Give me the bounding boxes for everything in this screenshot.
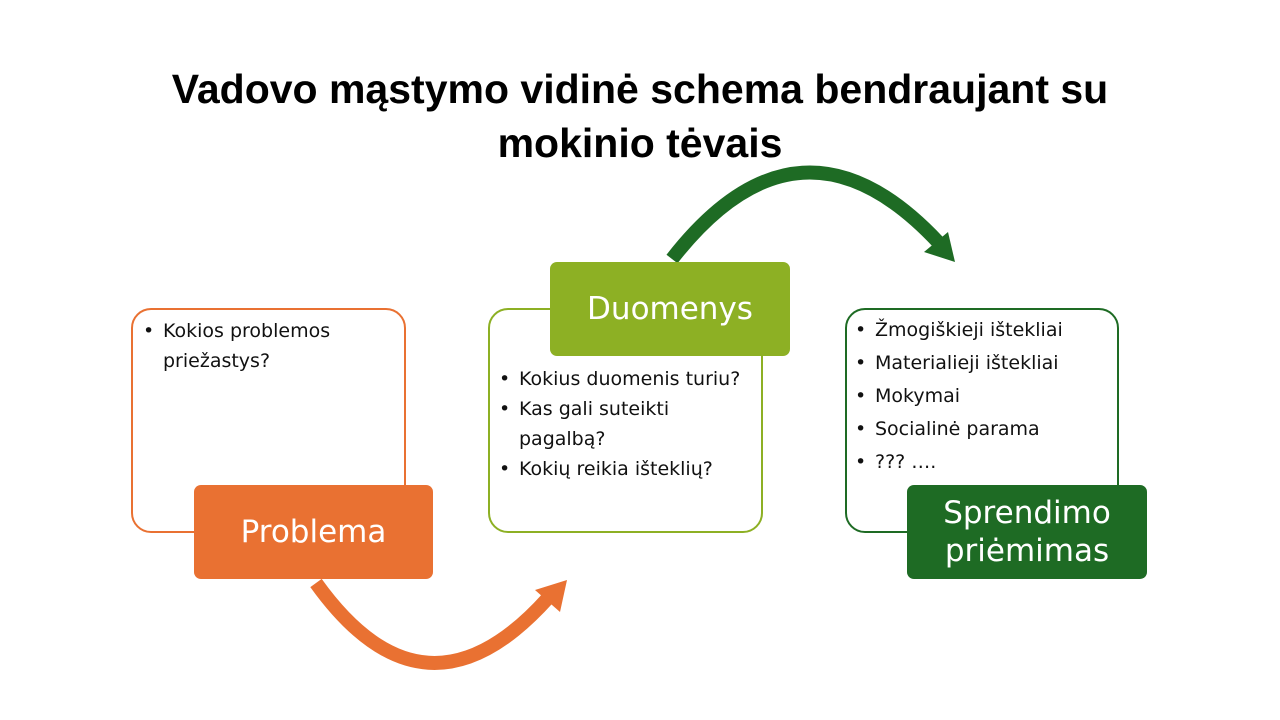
problema-label-text: Problema	[240, 514, 387, 550]
list-item: ??? ….	[855, 446, 1117, 479]
list-item: Kokios problemos priežastys?	[143, 316, 383, 376]
list-item: Socialinė parama	[855, 413, 1117, 446]
slide-title: Vadovo mąstymo vidinė schema bendraujant…	[0, 62, 1280, 170]
slide-title-line-2: mokinio tėvais	[497, 120, 783, 166]
duomenys-label-text: Duomenys	[587, 291, 753, 327]
problema-list: Kokios problemos priežastys?	[143, 316, 383, 376]
duomenys-list: Kokius duomenis turiu? Kas gali suteikti…	[499, 364, 761, 484]
green-curved-arrow-icon	[666, 165, 955, 264]
sprendimo-label: Sprendimo priėmimas	[907, 485, 1147, 579]
sprendimo-label-line-1: Sprendimo	[943, 495, 1111, 531]
orange-curved-arrow-icon	[310, 578, 567, 670]
list-item: Žmogiškieji ištekliai	[855, 314, 1117, 347]
list-item: Mokymai	[855, 380, 1117, 413]
slide-title-line-1: Vadovo mąstymo vidinė schema bendraujant…	[171, 66, 1109, 112]
sprendimo-list: Žmogiškieji ištekliai Materialieji ištek…	[855, 314, 1117, 479]
list-item: Kokių reikia išteklių?	[499, 454, 761, 484]
problema-label: Problema	[194, 485, 433, 579]
list-item: Kas gali suteikti pagalbą?	[499, 394, 761, 454]
list-item: Kokius duomenis turiu?	[499, 364, 761, 394]
duomenys-label: Duomenys	[550, 262, 790, 356]
sprendimo-label-line-2: priėmimas	[944, 533, 1110, 569]
list-item: Materialieji ištekliai	[855, 347, 1117, 380]
